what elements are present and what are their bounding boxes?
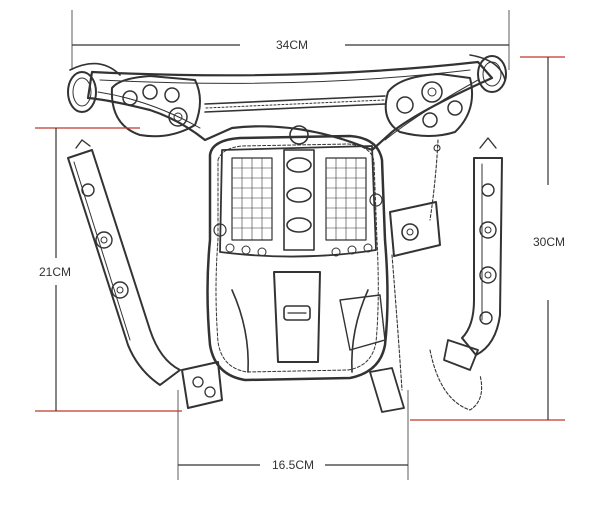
front-flap: [213, 125, 383, 258]
right-d-ring: [477, 55, 507, 93]
side-flaps: [231, 289, 386, 373]
dimension-label-left-height: 21CM: [39, 265, 71, 279]
dimension-label-right-height: 30CM: [533, 235, 565, 249]
left-d-ring: [67, 71, 97, 113]
dimension-label-top-width: 34CM: [276, 38, 308, 52]
chain: [391, 139, 483, 411]
side-cuff: [389, 201, 441, 257]
left-buckle-plate: [110, 75, 201, 138]
bag-sketch: [67, 54, 507, 413]
right-buckle-plate: [384, 73, 474, 137]
twist-lock-clasp: [273, 271, 321, 363]
right-leg-strap: [461, 137, 503, 356]
left-leg-strap: [67, 139, 181, 386]
top-zipper: [204, 95, 386, 113]
dimension-label-bottom-width: 16.5CM: [272, 458, 314, 472]
dimension-lines: [35, 44, 565, 466]
bottom-left-fob: [181, 361, 223, 409]
guide-lines: [71, 10, 510, 480]
bottom-right-piece: [369, 339, 479, 413]
